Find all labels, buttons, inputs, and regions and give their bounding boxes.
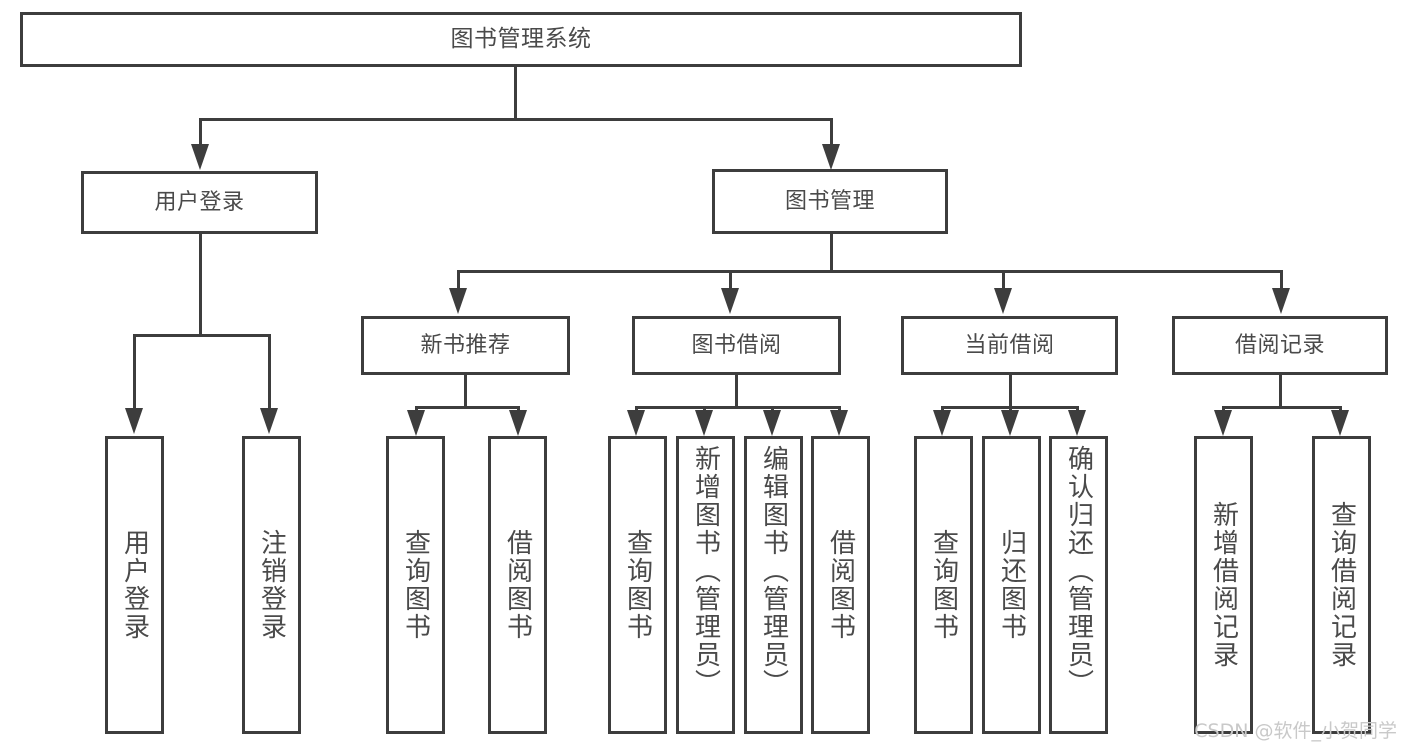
- node-label: 借阅记录: [1234, 332, 1325, 358]
- arrow-to-book-borrow: [721, 288, 739, 314]
- arrow-to-new-book-recommend: [449, 288, 467, 314]
- connector-to-leaf-user-login: [133, 334, 136, 412]
- arrow-to-book-manage: [822, 144, 840, 170]
- leaf-user-login[interactable]: 用户登录: [105, 436, 164, 734]
- arrow-to-leaf-rec-query-book: [407, 410, 425, 436]
- leaf-rec-add-record[interactable]: 新增借阅记录: [1194, 436, 1253, 734]
- node-new-book-recommend[interactable]: 新书推荐: [361, 316, 570, 375]
- connector-new-book-recommend-bar: [415, 406, 520, 409]
- connector-borrow-record-bar: [1222, 406, 1342, 409]
- node-label: 归还图书: [996, 529, 1027, 641]
- node-label: 用户登录: [154, 189, 245, 215]
- connector-to-book-manage: [830, 118, 833, 148]
- arrow-to-leaf-rec-add-record: [1214, 410, 1232, 436]
- connector-book-borrow-bar: [635, 406, 841, 409]
- connector-borrow-record-stem: [1279, 375, 1282, 406]
- node-label: 图书管理系统: [450, 26, 592, 53]
- node-label: 注销登录: [256, 529, 287, 641]
- leaf-user-logout[interactable]: 注销登录: [242, 436, 301, 734]
- node-label: 查询图书: [400, 529, 431, 641]
- node-label: 确认归还（管理员）: [1063, 445, 1094, 697]
- node-book-manage[interactable]: 图书管理: [712, 169, 948, 234]
- leaf-cur-query-book[interactable]: 查询图书: [914, 436, 973, 734]
- connector-to-current-borrow: [1002, 270, 1005, 292]
- arrow-to-leaf-rec-borrow-book: [509, 410, 527, 436]
- node-label: 查询借阅记录: [1326, 501, 1357, 669]
- arrow-to-user-login: [191, 144, 209, 170]
- arrow-to-leaf-bw-add-book: [695, 410, 713, 436]
- node-label: 图书管理: [784, 188, 875, 214]
- node-label: 新书推荐: [420, 332, 511, 358]
- leaf-bw-borrow-book[interactable]: 借阅图书: [811, 436, 870, 734]
- node-label: 查询图书: [928, 529, 959, 641]
- node-label: 借阅图书: [825, 529, 856, 641]
- node-label: 当前借阅: [964, 332, 1055, 358]
- node-borrow-record[interactable]: 借阅记录: [1172, 316, 1388, 375]
- connector-book-borrow-stem: [735, 375, 738, 406]
- connector-to-book-borrow: [729, 270, 732, 292]
- connector-new-book-recommend-stem: [464, 375, 467, 406]
- leaf-rec-query-record[interactable]: 查询借阅记录: [1312, 436, 1371, 734]
- leaf-bw-add-book[interactable]: 新增图书（管理员）: [676, 436, 735, 734]
- node-label: 图书借阅: [691, 332, 782, 358]
- node-label: 借阅图书: [502, 529, 533, 641]
- leaf-rec-query-book[interactable]: 查询图书: [386, 436, 445, 734]
- leaf-cur-confirm[interactable]: 确认归还（管理员）: [1049, 436, 1108, 734]
- node-label: 新增图书（管理员）: [690, 445, 721, 697]
- arrow-to-leaf-bw-edit-book: [763, 410, 781, 436]
- connector-book-manage-stem: [830, 234, 833, 270]
- arrow-to-leaf-cur-query-book: [933, 410, 951, 436]
- leaf-bw-query-book[interactable]: 查询图书: [608, 436, 667, 734]
- arrow-to-leaf-user-login: [125, 408, 143, 434]
- connector-to-new-book-recommend: [457, 270, 460, 292]
- arrow-to-leaf-cur-return-book: [1001, 410, 1019, 436]
- arrow-to-borrow-record: [1272, 288, 1290, 314]
- node-label: 新增借阅记录: [1208, 501, 1239, 669]
- leaf-cur-return-book[interactable]: 归还图书: [982, 436, 1041, 734]
- arrow-to-leaf-cur-confirm: [1068, 410, 1086, 436]
- connector-to-leaf-user-logout: [268, 334, 271, 412]
- connector-level2-bar: [457, 270, 1283, 273]
- connector-to-user-login: [199, 118, 202, 148]
- connector-root-stem: [514, 67, 517, 118]
- arrow-to-leaf-bw-borrow-book: [830, 410, 848, 436]
- leaf-bw-edit-book[interactable]: 编辑图书（管理员）: [744, 436, 803, 734]
- arrow-to-leaf-bw-query-book: [627, 410, 645, 436]
- node-book-borrow[interactable]: 图书借阅: [632, 316, 841, 375]
- arrow-to-leaf-user-logout: [260, 408, 278, 434]
- node-label: 查询图书: [622, 529, 653, 641]
- node-root-system[interactable]: 图书管理系统: [20, 12, 1022, 67]
- leaf-rec-borrow-book[interactable]: 借阅图书: [488, 436, 547, 734]
- node-current-borrow[interactable]: 当前借阅: [901, 316, 1118, 375]
- node-user-login[interactable]: 用户登录: [81, 171, 318, 234]
- arrow-to-leaf-rec-query-record: [1331, 410, 1349, 436]
- arrow-to-current-borrow: [994, 288, 1012, 314]
- connector-user-login-stem: [199, 234, 202, 334]
- node-label: 编辑图书（管理员）: [758, 445, 789, 697]
- connector-current-borrow-stem: [1009, 375, 1012, 406]
- connector-user-login-bar: [133, 334, 271, 337]
- connector-level1-bar: [199, 118, 833, 121]
- connector-to-borrow-record: [1280, 270, 1283, 292]
- node-label: 用户登录: [119, 529, 150, 641]
